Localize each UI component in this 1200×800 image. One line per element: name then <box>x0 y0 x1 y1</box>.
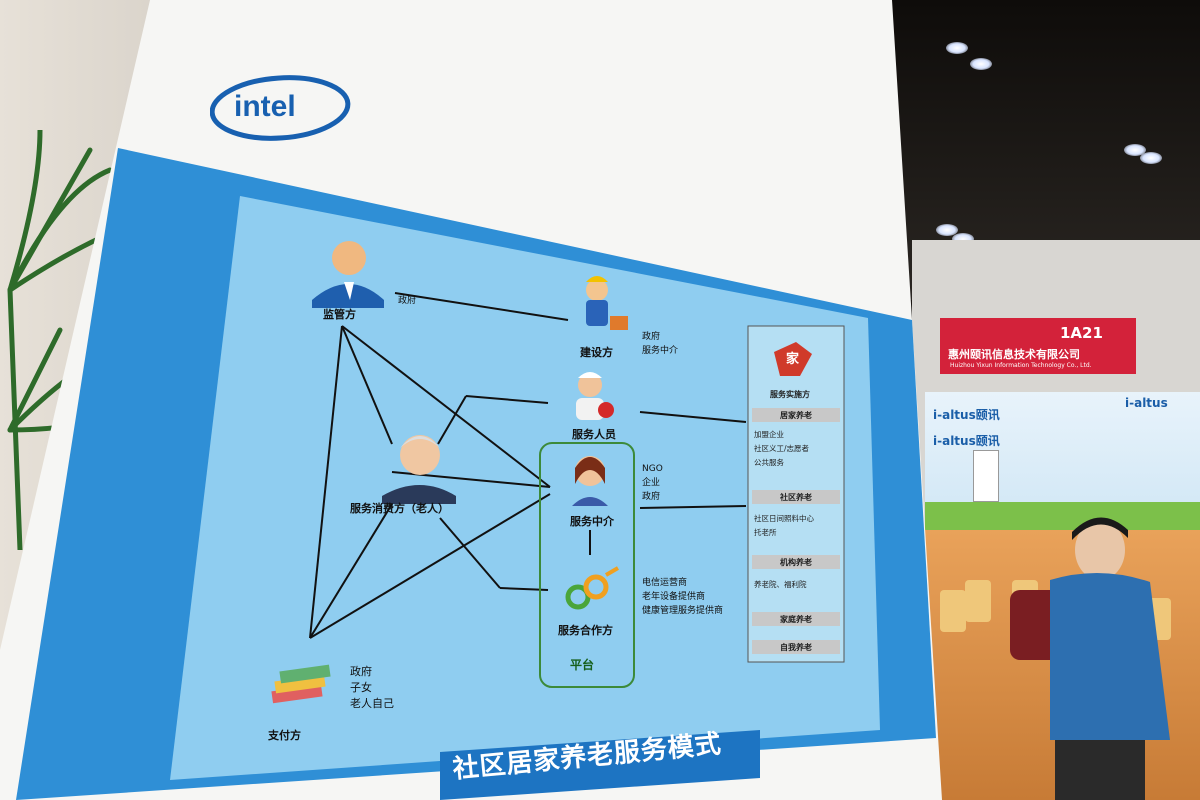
elderly-icon <box>382 435 456 504</box>
section-title: 社区养老 <box>780 493 812 502</box>
chair <box>940 590 966 632</box>
intel-logo: intel <box>210 75 351 141</box>
booth-name-en: Huizhou Yixun Information Technology Co.… <box>950 362 1092 369</box>
booth-sign: 1A21 惠州颐讯信息技术有限公司 Huizhou Yixun Informat… <box>940 318 1136 374</box>
label-builder: 建设方 <box>580 346 613 359</box>
section-bar <box>752 555 840 569</box>
builder-icon <box>586 276 628 330</box>
label-consumer: 服务消费方（老人） <box>350 502 449 515</box>
ceiling-lamp <box>936 224 958 236</box>
booth-name-cn: 惠州颐讯信息技术有限公司 <box>948 348 1080 361</box>
booth-banner-label: i-altus <box>1125 396 1168 410</box>
note-partner: 电信运营商老年设备提供商健康管理服务提供商 <box>642 578 724 616</box>
booth-banner-label: i-altus颐讯 <box>933 434 1000 448</box>
ceiling-lamp <box>946 42 968 54</box>
section-bar <box>752 640 840 654</box>
booth-banner: i-altus颐讯 i-altus i-altus颐讯 <box>925 392 1200 532</box>
payer-icon <box>271 664 331 704</box>
note-payer: 政府子女老人自己 <box>350 665 394 710</box>
note-builder: 政府服务中介 <box>642 332 679 356</box>
note-supervisor-line: 政府 <box>398 296 417 306</box>
diagram-area <box>170 196 880 780</box>
section-title: 家庭养老 <box>780 615 812 624</box>
connection-lines <box>309 292 747 639</box>
section-bar <box>752 612 840 626</box>
partner-icon <box>565 566 620 610</box>
label-intermediary: 服务中介 <box>570 515 614 528</box>
implementer-header: 服务实施方 <box>770 390 810 399</box>
label-partner: 服务合作方 <box>558 624 613 637</box>
section-title: 机构养老 <box>780 558 812 567</box>
label-payer: 支付方 <box>268 729 301 742</box>
section-bar <box>752 408 840 422</box>
booth-banner-label: i-altus颐讯 <box>933 408 1000 422</box>
label-platform: 平台 <box>570 658 595 672</box>
ceiling-lamp <box>970 58 992 70</box>
chair <box>965 580 991 622</box>
family-logo-char: 家 <box>786 352 800 367</box>
ceiling-lamp <box>1140 152 1162 164</box>
ceiling-lamp <box>1124 144 1146 156</box>
supervisor-icon <box>312 241 384 308</box>
section-title: 居家养老 <box>780 411 812 420</box>
section-items: 社区日间照料中心 托老所 <box>754 514 814 537</box>
visitor-person <box>1010 517 1170 800</box>
label-supervisor: 监管方 <box>323 308 356 321</box>
platform-box <box>539 442 635 688</box>
title-band <box>440 730 760 800</box>
intermediary-icon <box>572 456 608 506</box>
family-logo-icon <box>774 342 812 376</box>
booth-graphic <box>925 502 1200 532</box>
section-items: 加盟企业 社区义工/志愿者 公共服务 <box>754 430 810 467</box>
section-items: 养老院、福利院 <box>754 580 807 589</box>
section-bar <box>752 490 840 504</box>
svg-text:intel: intel <box>234 90 296 123</box>
section-title: 自我养老 <box>780 643 812 652</box>
label-service-staff: 服务人员 <box>572 428 616 441</box>
booth-code: 1A21 <box>1060 324 1103 342</box>
booth-poster <box>973 450 999 502</box>
nurse-icon <box>576 372 614 420</box>
